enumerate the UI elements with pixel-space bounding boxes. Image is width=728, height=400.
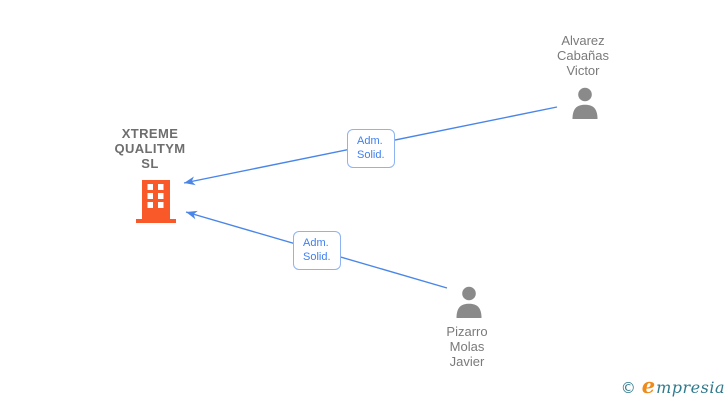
company-node-label[interactable]: XTREME QUALITYM SL: [90, 126, 210, 171]
company-name-line: QUALITYM: [114, 141, 186, 156]
person-name-line: Molas: [449, 339, 485, 354]
edge-label-line: Solid.: [357, 149, 385, 161]
person-icon-alvarez[interactable]: [569, 86, 601, 120]
copyright-icon: ©: [620, 379, 636, 397]
person-node-label-alvarez[interactable]: Alvarez Cabañas Victor: [523, 33, 643, 78]
brand-initial: e: [641, 373, 656, 398]
company-name-line: XTREME: [121, 126, 179, 141]
empresia-logo: © e mpresia: [621, 373, 725, 398]
person-icon-pizarro[interactable]: [453, 285, 485, 319]
edge-label-line: Adm.: [303, 237, 329, 249]
person-node-label-pizarro[interactable]: Pizarro Molas Javier: [407, 324, 527, 369]
edge-label-adm-solid-alvarez: Adm. Solid.: [347, 129, 395, 168]
person-name-line: Cabañas: [556, 48, 610, 63]
edge-label-line: Adm.: [357, 135, 383, 147]
person-name-line: Alvarez: [561, 33, 605, 48]
edge-label-adm-solid-pizarro: Adm. Solid.: [293, 231, 341, 270]
person-name-line: Javier: [449, 354, 485, 369]
person-name-line: Pizarro: [446, 324, 488, 339]
company-name-line: SL: [141, 156, 159, 171]
edge-label-line: Solid.: [303, 251, 331, 263]
brand-name: mpresia: [656, 378, 725, 397]
person-name-line: Victor: [566, 63, 600, 78]
building-icon[interactable]: [136, 180, 176, 223]
